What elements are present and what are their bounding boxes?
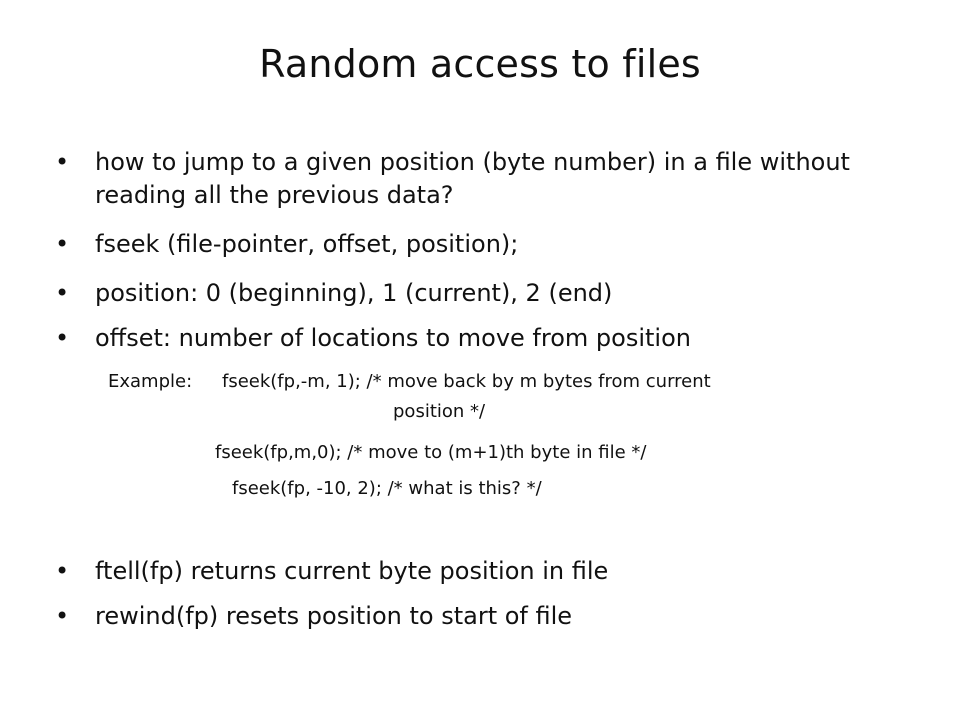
bullet-item: • how to jump to a given position (byte …: [55, 146, 915, 212]
bullet-item: • position: 0 (beginning), 1 (current), …: [55, 277, 915, 310]
bullet-text: ftell(fp) returns current byte position …: [95, 557, 609, 585]
bullet-text: offset: number of locations to move from…: [95, 324, 691, 352]
bullet-item: • offset: number of locations to move fr…: [55, 322, 915, 355]
bullet-text: fseek (file-pointer, offset, position);: [95, 230, 519, 258]
example-line-3: fseek(fp, -10, 2); /* what is this? */: [232, 478, 542, 499]
bullet-icon: •: [55, 602, 70, 630]
example-line-1: fseek(fp,-m, 1); /* move back by m bytes…: [222, 371, 711, 392]
example-label: Example:: [108, 371, 193, 392]
bullet-text: how to jump to a given position (byte nu…: [95, 148, 850, 209]
example-line-1-continued: position */: [393, 401, 486, 422]
bullet-item: • fseek (file-pointer, offset, position)…: [55, 228, 915, 261]
bullet-icon: •: [55, 324, 70, 352]
bullet-icon: •: [55, 557, 70, 585]
bullet-item: • ftell(fp) returns current byte positio…: [55, 555, 915, 588]
bullet-text: position: 0 (beginning), 1 (current), 2 …: [95, 279, 613, 307]
slide-title: Random access to files: [259, 42, 701, 86]
bullet-item: • rewind(fp) resets position to start of…: [55, 600, 915, 633]
bullet-icon: •: [55, 279, 70, 307]
bullet-text: rewind(fp) resets position to start of f…: [95, 602, 573, 630]
example-line-2: fseek(fp,m,0); /* move to (m+1)th byte i…: [215, 442, 647, 463]
bullet-icon: •: [55, 230, 70, 258]
bullet-icon: •: [55, 148, 70, 176]
